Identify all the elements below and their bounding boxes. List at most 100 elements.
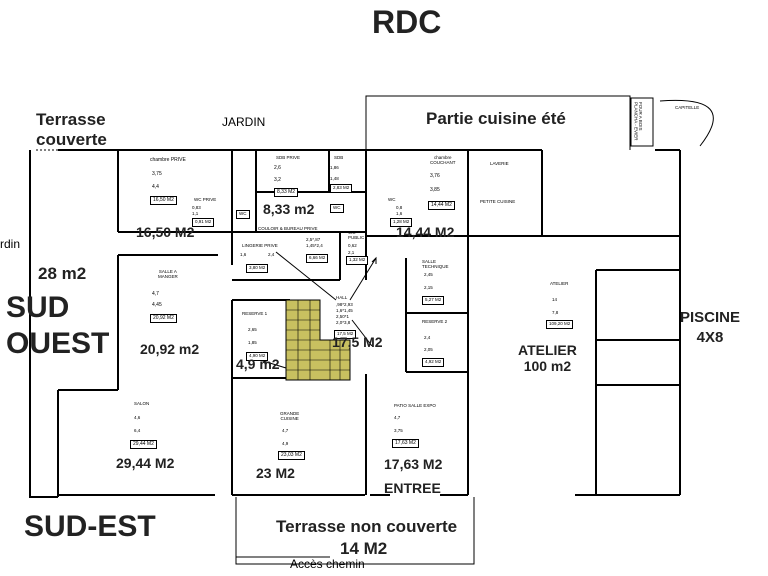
wc-prive-name: WC PRIVE [194, 197, 217, 202]
chambre-couchant-box: 14,44 M2 [428, 201, 455, 210]
petite-cuisine-name: PETITE CUISINE [480, 199, 516, 204]
jardin-label: JARDIN [222, 115, 266, 129]
staircase [285, 299, 351, 381]
thin-lines [36, 95, 714, 565]
atelier-area: ATELIER 100 m2 [518, 342, 577, 374]
sdb-prive-box: 8,33 M2 [274, 188, 299, 197]
partie-cuisine-label: Partie cuisine été [426, 109, 566, 128]
sdb-prive-area: 8,33 m2 [263, 201, 315, 217]
chambre-couchant-d2: 3,85 [430, 187, 440, 193]
reserve2-name: RESERVE 2 [422, 319, 448, 324]
reserve2-d2: 2,05 [424, 347, 433, 352]
salon-area: 29,44 M2 [116, 455, 175, 471]
patio-d1: 4,7 [394, 415, 401, 420]
salle-a-manger-d1: 4,7 [152, 291, 159, 297]
salon-name: SALON [134, 401, 150, 406]
reserve1-d1: 2,65 [248, 327, 257, 332]
grande-cuisine-name: GRANDE CUISINE [280, 411, 300, 421]
patio-name: PATIO SALLE EXPO [394, 403, 436, 408]
patio-area: 17,63 M2 [384, 456, 443, 472]
reserve1-name: RESERVE 1 [242, 311, 268, 316]
wc-mid: WC [330, 204, 344, 213]
chambre-prive-box: 16,50 M2 [150, 196, 177, 205]
sdb-prive-d2: 3,2 [274, 177, 281, 183]
wc-prive-wc: WC [236, 210, 250, 219]
acces-label: Accès chemin [290, 557, 365, 571]
salon-d1: 4,6 [134, 415, 141, 420]
hall-dims: ,98*2,93 1,6*1,45 2,50*1 2,0*3,8 [336, 302, 353, 325]
four-label: FOUR A BOIS PLANCHA - EVIER [633, 102, 644, 141]
terrasse-non-couverte-area: 14 M2 [340, 539, 388, 558]
reserve1-box: 4,90 M2 [246, 352, 269, 361]
patio-d2: 3,75 [394, 428, 403, 433]
wc-right-box: 1,28 M2 [390, 218, 413, 227]
lingerie-box: 3,80 M2 [246, 264, 269, 273]
salle-technique-d2: 2,15 [424, 285, 433, 290]
laverie-name: LAVERIE [490, 161, 509, 166]
wc-prive-d1: 0,83 [192, 205, 201, 210]
jardin-left-label: rdin [0, 237, 21, 251]
grande-cuisine-box: 23,03 M2 [278, 451, 305, 460]
wc-prive-d2: 1,1 [192, 211, 199, 216]
capitelle-label: CAPITELLE [675, 105, 700, 110]
chambre-couchant-name: chambre COUCHANT [430, 155, 456, 165]
salon-box: 29,44 M2 [130, 440, 157, 449]
chambre-prive-d1: 3,75 [152, 171, 162, 177]
grande-cuisine-area: 23 M2 [256, 465, 295, 481]
sdb-prive-name: SDB PRIVE [276, 155, 301, 160]
sdb-d2: 1,48 [330, 176, 339, 181]
patio-box: 17,63 M2 [392, 439, 419, 448]
chambre-couchant-area: 14,44 M2 [396, 224, 455, 240]
hall-name: HALL [336, 295, 348, 300]
salle-technique-d1: 2,45 [424, 272, 433, 277]
wc-prive-box: 0,91 M2 [192, 218, 215, 227]
reserve1-d2: 1,85 [248, 340, 257, 345]
grande-cuisine-d1: 4,7 [282, 428, 289, 433]
couloir-d2: 1,45*2,4 [306, 243, 323, 248]
wc-right-d1: 0,8 [396, 205, 403, 210]
wc-public-box: 1,32 M2 [346, 256, 369, 265]
grande-cuisine-d2: 4,9 [282, 441, 289, 446]
reserve1-area: 4,9 m2 [236, 356, 280, 372]
plan-title: RDC [372, 4, 442, 40]
chambre-prive-d2: 4,4 [152, 184, 159, 190]
atelier-name: ATELIER [550, 281, 569, 286]
salle-a-manger-name: SALLE A MANGER [158, 269, 178, 279]
chambre-prive-name: chambre PRIVE [150, 157, 186, 163]
lingerie-d1: 1,6 [240, 252, 247, 257]
hall-box: 17,5 M2 [334, 330, 357, 339]
reserve2-box: 4,92 M2 [422, 358, 445, 367]
wc-right-name: WC [388, 197, 396, 202]
sdb-d1: 1,86 [330, 165, 339, 170]
wc-public-d2: 2,1 [348, 250, 355, 255]
sdb-box: 2,83 M2 [330, 184, 353, 193]
lingerie-d2: 2,4 [268, 252, 275, 257]
sud-ouest-label: SUD OUEST [6, 291, 110, 360]
sdb-name: SDB [334, 155, 344, 160]
reserve2-d1: 2,4 [424, 335, 431, 340]
chambre-prive-area: 16,50 M2 [136, 224, 195, 240]
sud-est-label: SUD-EST [24, 510, 156, 543]
hall-area: 17,5 M2 [332, 334, 383, 350]
chambre-couchant-d1: 3,76 [430, 173, 440, 179]
piscine-label: PISCINE 4X8 [680, 309, 741, 346]
salle-a-manger-area: 20,92 m2 [140, 341, 200, 357]
sdb-prive-d1: 2,6 [274, 165, 281, 171]
terrasse-couverte-label: Terrasse couverte [36, 110, 107, 149]
salle-a-manger-box: 20,92 M2 [150, 314, 177, 323]
terrasse-couverte-area: 28 m2 [38, 264, 87, 283]
wc-public-d1: 0,62 [348, 243, 357, 248]
salle-a-manger-d2: 4,45 [152, 302, 162, 308]
salle-technique-box: 5,27 M2 [422, 296, 445, 305]
lingerie-name: LINGERIE PRIVE [242, 243, 278, 248]
wc-public-name: WC PUBLIC [348, 230, 365, 240]
couloir-name: COULOIR & BUREAU PRIVE [258, 226, 318, 231]
couloir-box: 6,66 M2 [306, 254, 329, 263]
terrasse-non-couverte-label: Terrasse non couverte [276, 517, 458, 536]
atelier-box: 109,20 M2 [546, 320, 574, 329]
entree-label: ENTREE [384, 480, 441, 496]
salon-d2: 6,4 [134, 428, 141, 433]
wc-right-d2: 1,6 [396, 211, 403, 216]
salle-technique-name: SALLE TECHNIQUE [422, 259, 449, 269]
atelier-d1: 14 [552, 297, 558, 302]
